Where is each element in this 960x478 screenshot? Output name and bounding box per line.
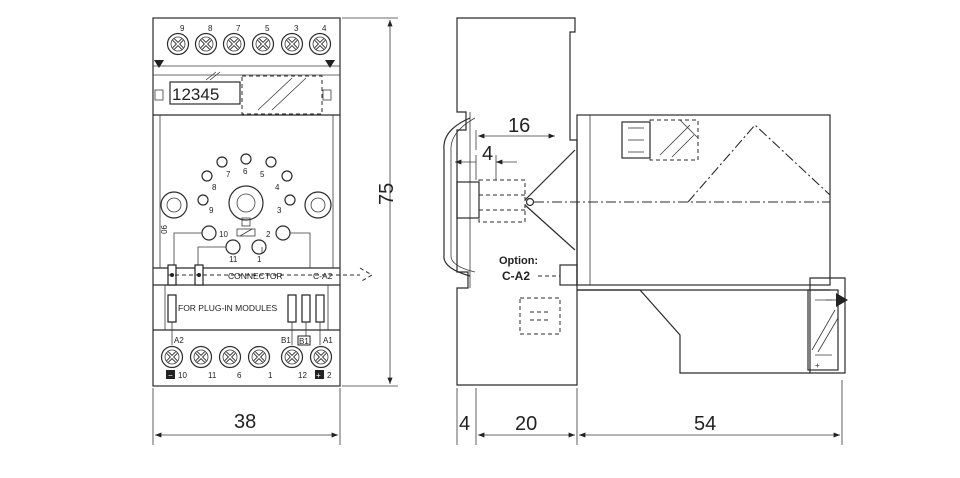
dim-height: 75 [376,183,398,205]
top-screw-icon [165,31,191,57]
socket-pins: 6 7 5 8 4 9 3 10 2 11 1 [197,153,296,264]
socket-pin-label: 1 [257,255,262,264]
socket-pin-label: 11 [229,255,238,264]
bottom-screw-icon [217,344,243,370]
plugin-row: FOR PLUG-IN MODULES [167,294,325,345]
socket-pin-label: 9 [209,206,214,215]
dim-16: 16 [508,115,530,137]
triangle-marker-icon [154,60,164,68]
bottom-screw-icon [308,344,334,370]
module-label-box [169,81,241,105]
side-view: 16 4 Option: C-A2 [443,17,848,445]
connector-arrow-icon [359,267,373,283]
bottom-terminal-label: 2 [327,371,332,380]
connector-option-label: C-A2 [313,271,333,281]
din-rail [443,117,471,277]
relay-module: + [577,277,848,374]
top-screw-icon [279,31,305,57]
socket-pin-label: 4 [275,183,280,192]
module-arrow-icon [836,293,848,307]
module-label-digits: 12345 [172,85,219,104]
bottom-screw-icon [159,344,185,370]
bottom-terminal-label: A1 [323,336,333,345]
minus-marker-text: − [168,371,173,380]
dim-relay-depth: 54 [694,413,716,435]
socket-pin-label: 6 [243,167,248,176]
socket-key [228,185,264,221]
bottom-terminal-label: 10 [178,371,187,380]
connector-label: CONNECTOR [228,271,283,281]
option-title: Option: [499,255,538,267]
top-terminal-label: 3 [294,24,299,33]
relay-handle-path [687,124,831,203]
top-terminals: 9 8 7 5 3 4 [154,24,335,68]
bottom-terminal-label: 11 [208,371,217,380]
top-screw-icon [250,31,276,57]
b1-box-label: B1 [299,337,309,346]
front-view: 9 8 7 5 3 4 12345 90 [152,17,398,445]
dim-width: 38 [234,411,256,433]
front-outline [152,17,341,387]
option-value: C-A2 [502,269,530,283]
socket-side-mark: 90 [159,225,168,234]
minus-marker-icon [166,370,175,379]
top-screw-icon [307,31,333,57]
plus-marker-text: + [316,371,321,380]
socket-pin-label: 2 [266,230,271,239]
bottom-terminal-label: 1 [268,371,273,380]
dim-socket-depth: 20 [515,413,537,435]
plugin-label: FOR PLUG-IN MODULES [178,303,278,313]
top-screw-icon [221,31,247,57]
dim-4-top: 4 [482,143,493,165]
bottom-terminal-label: 12 [298,371,307,380]
socket-pin-label: 10 [219,230,228,239]
top-terminal-label: 9 [180,24,185,33]
bottom-terminal-label: 6 [237,371,242,380]
connector-row: CONNECTOR C-A2 [167,264,373,286]
label-window [241,75,323,115]
dim-rail: 4 [459,413,470,435]
top-screw-icon [193,31,219,57]
bottom-terminal-label: A2 [174,336,184,345]
socket-pin-label: 8 [212,183,217,192]
mount-hole-right [304,191,332,219]
bottom-terminal-label: B1 [281,336,291,345]
top-terminal-label: 8 [208,24,213,33]
bottom-screw-icon [246,344,272,370]
bottom-screw-icon [279,344,305,370]
module-plus-mark: + [815,361,820,370]
bottom-screw-icon [188,344,214,370]
top-terminal-label: 5 [265,24,270,33]
bottom-terminals: A2 B1 B1 A1 − 10 11 6 1 12 + 2 [159,335,334,380]
mount-hole-left [160,191,188,219]
socket-pin-label: 3 [277,206,282,215]
relay-body [576,114,831,286]
plus-marker-icon [315,370,324,379]
socket-pin-label: 7 [226,170,231,179]
triangle-marker-icon [325,60,335,68]
socket-pin-label: 5 [260,170,265,179]
top-terminal-label: 4 [322,24,327,33]
top-terminal-label: 7 [236,24,241,33]
